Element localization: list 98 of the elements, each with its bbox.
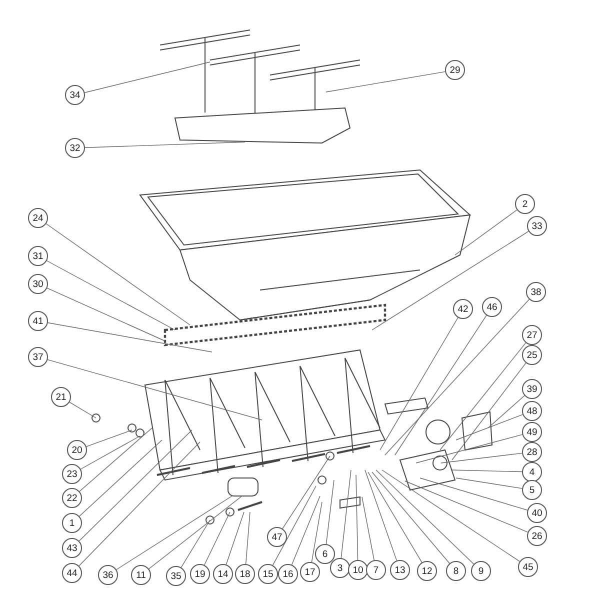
callout-number: 37 [28,347,48,367]
leader-line [380,317,458,450]
leader-line [356,474,358,560]
callout-number: 21 [51,387,71,407]
leader-line [78,430,192,542]
leader-line [384,298,530,456]
callout-number: 26 [527,526,547,546]
callout-number: 2 [515,194,535,214]
leader-line [452,470,522,472]
callout-number: 41 [28,311,48,331]
callout-number: 17 [300,562,320,582]
leader-line [46,288,166,342]
callout-number: 7 [366,560,386,580]
callout-number: 38 [526,282,546,302]
callout-number: 32 [65,138,85,158]
leader-line [86,430,132,447]
leader-line [368,472,422,563]
leader-line [116,496,232,570]
callout-number: 48 [522,401,542,421]
callout-number: 4 [522,462,542,482]
leader-line [204,512,230,566]
callout-number: 20 [67,440,87,460]
callout-number: 1 [62,513,82,533]
callout-number: 33 [527,216,547,236]
callout-number: 44 [62,563,82,583]
leader-line [80,436,140,470]
leader-line [382,470,520,562]
leader-line [46,223,190,326]
leader-line [420,478,528,510]
leader-line [226,512,244,565]
leader-line [46,260,176,330]
leader-line [69,402,96,418]
leader-line [79,428,152,492]
leader-line [454,210,518,256]
callout-number: 11 [131,565,151,585]
leader-line [456,478,522,489]
callout-number: 8 [446,561,466,581]
leader-line [362,496,374,561]
callout-number: 18 [235,564,255,584]
callout-number: 22 [62,488,82,508]
callout-number: 12 [417,561,437,581]
callout-number: 3 [330,558,350,578]
leader-line [372,472,450,564]
leader-line [326,71,446,92]
callout-number: 24 [28,208,48,228]
callout-number: 43 [62,538,82,558]
callout-number: 14 [213,564,233,584]
leader-line [79,440,162,517]
leader-line [78,442,200,566]
callout-number: 6 [315,544,335,564]
callout-number: 35 [166,566,186,586]
callout-number: 23 [62,464,82,484]
leader-line [47,359,262,420]
leader-line [340,470,352,558]
leader-line [404,480,528,532]
callout-number: 16 [278,564,298,584]
callout-number: 31 [28,246,48,266]
callout-number: 29 [445,60,465,80]
leader-line [456,414,523,440]
callout-number: 13 [390,560,410,580]
leader-line [440,452,522,464]
callout-number: 25 [522,345,542,365]
leader-line [84,142,246,148]
leader-line [291,496,320,566]
callout-number: 45 [518,557,538,577]
leader-line [488,395,525,428]
callout-number: 5 [522,480,542,500]
leader-line [364,470,398,561]
callout-number: 28 [522,442,542,462]
leader-line [376,470,474,564]
leader-line [394,315,487,456]
leader-line [148,496,242,570]
callout-number: 47 [267,527,287,547]
leader-line [245,512,250,564]
callout-number: 36 [98,565,118,585]
callout-number: 15 [258,564,278,584]
callout-number: 30 [28,274,48,294]
leader-line [452,362,526,460]
callout-number: 42 [453,299,473,319]
leader-line [311,502,322,562]
leader-line [282,456,330,529]
leader-line [48,322,212,352]
callout-number: 34 [65,85,85,105]
callout-number: 39 [522,379,542,399]
callout-number: 46 [482,297,502,317]
leader-line [416,434,523,464]
callout-number: 27 [522,325,542,345]
leader-line [272,486,316,566]
leader-line [372,230,529,330]
leader-line [84,62,210,93]
leader-line [326,480,334,544]
callout-number: 19 [190,564,210,584]
callout-number: 40 [527,503,547,523]
callout-number: 10 [348,560,368,580]
leader-line [180,520,210,568]
callout-number: 9 [471,561,491,581]
callout-number: 49 [522,422,542,442]
leader-line [440,342,526,450]
